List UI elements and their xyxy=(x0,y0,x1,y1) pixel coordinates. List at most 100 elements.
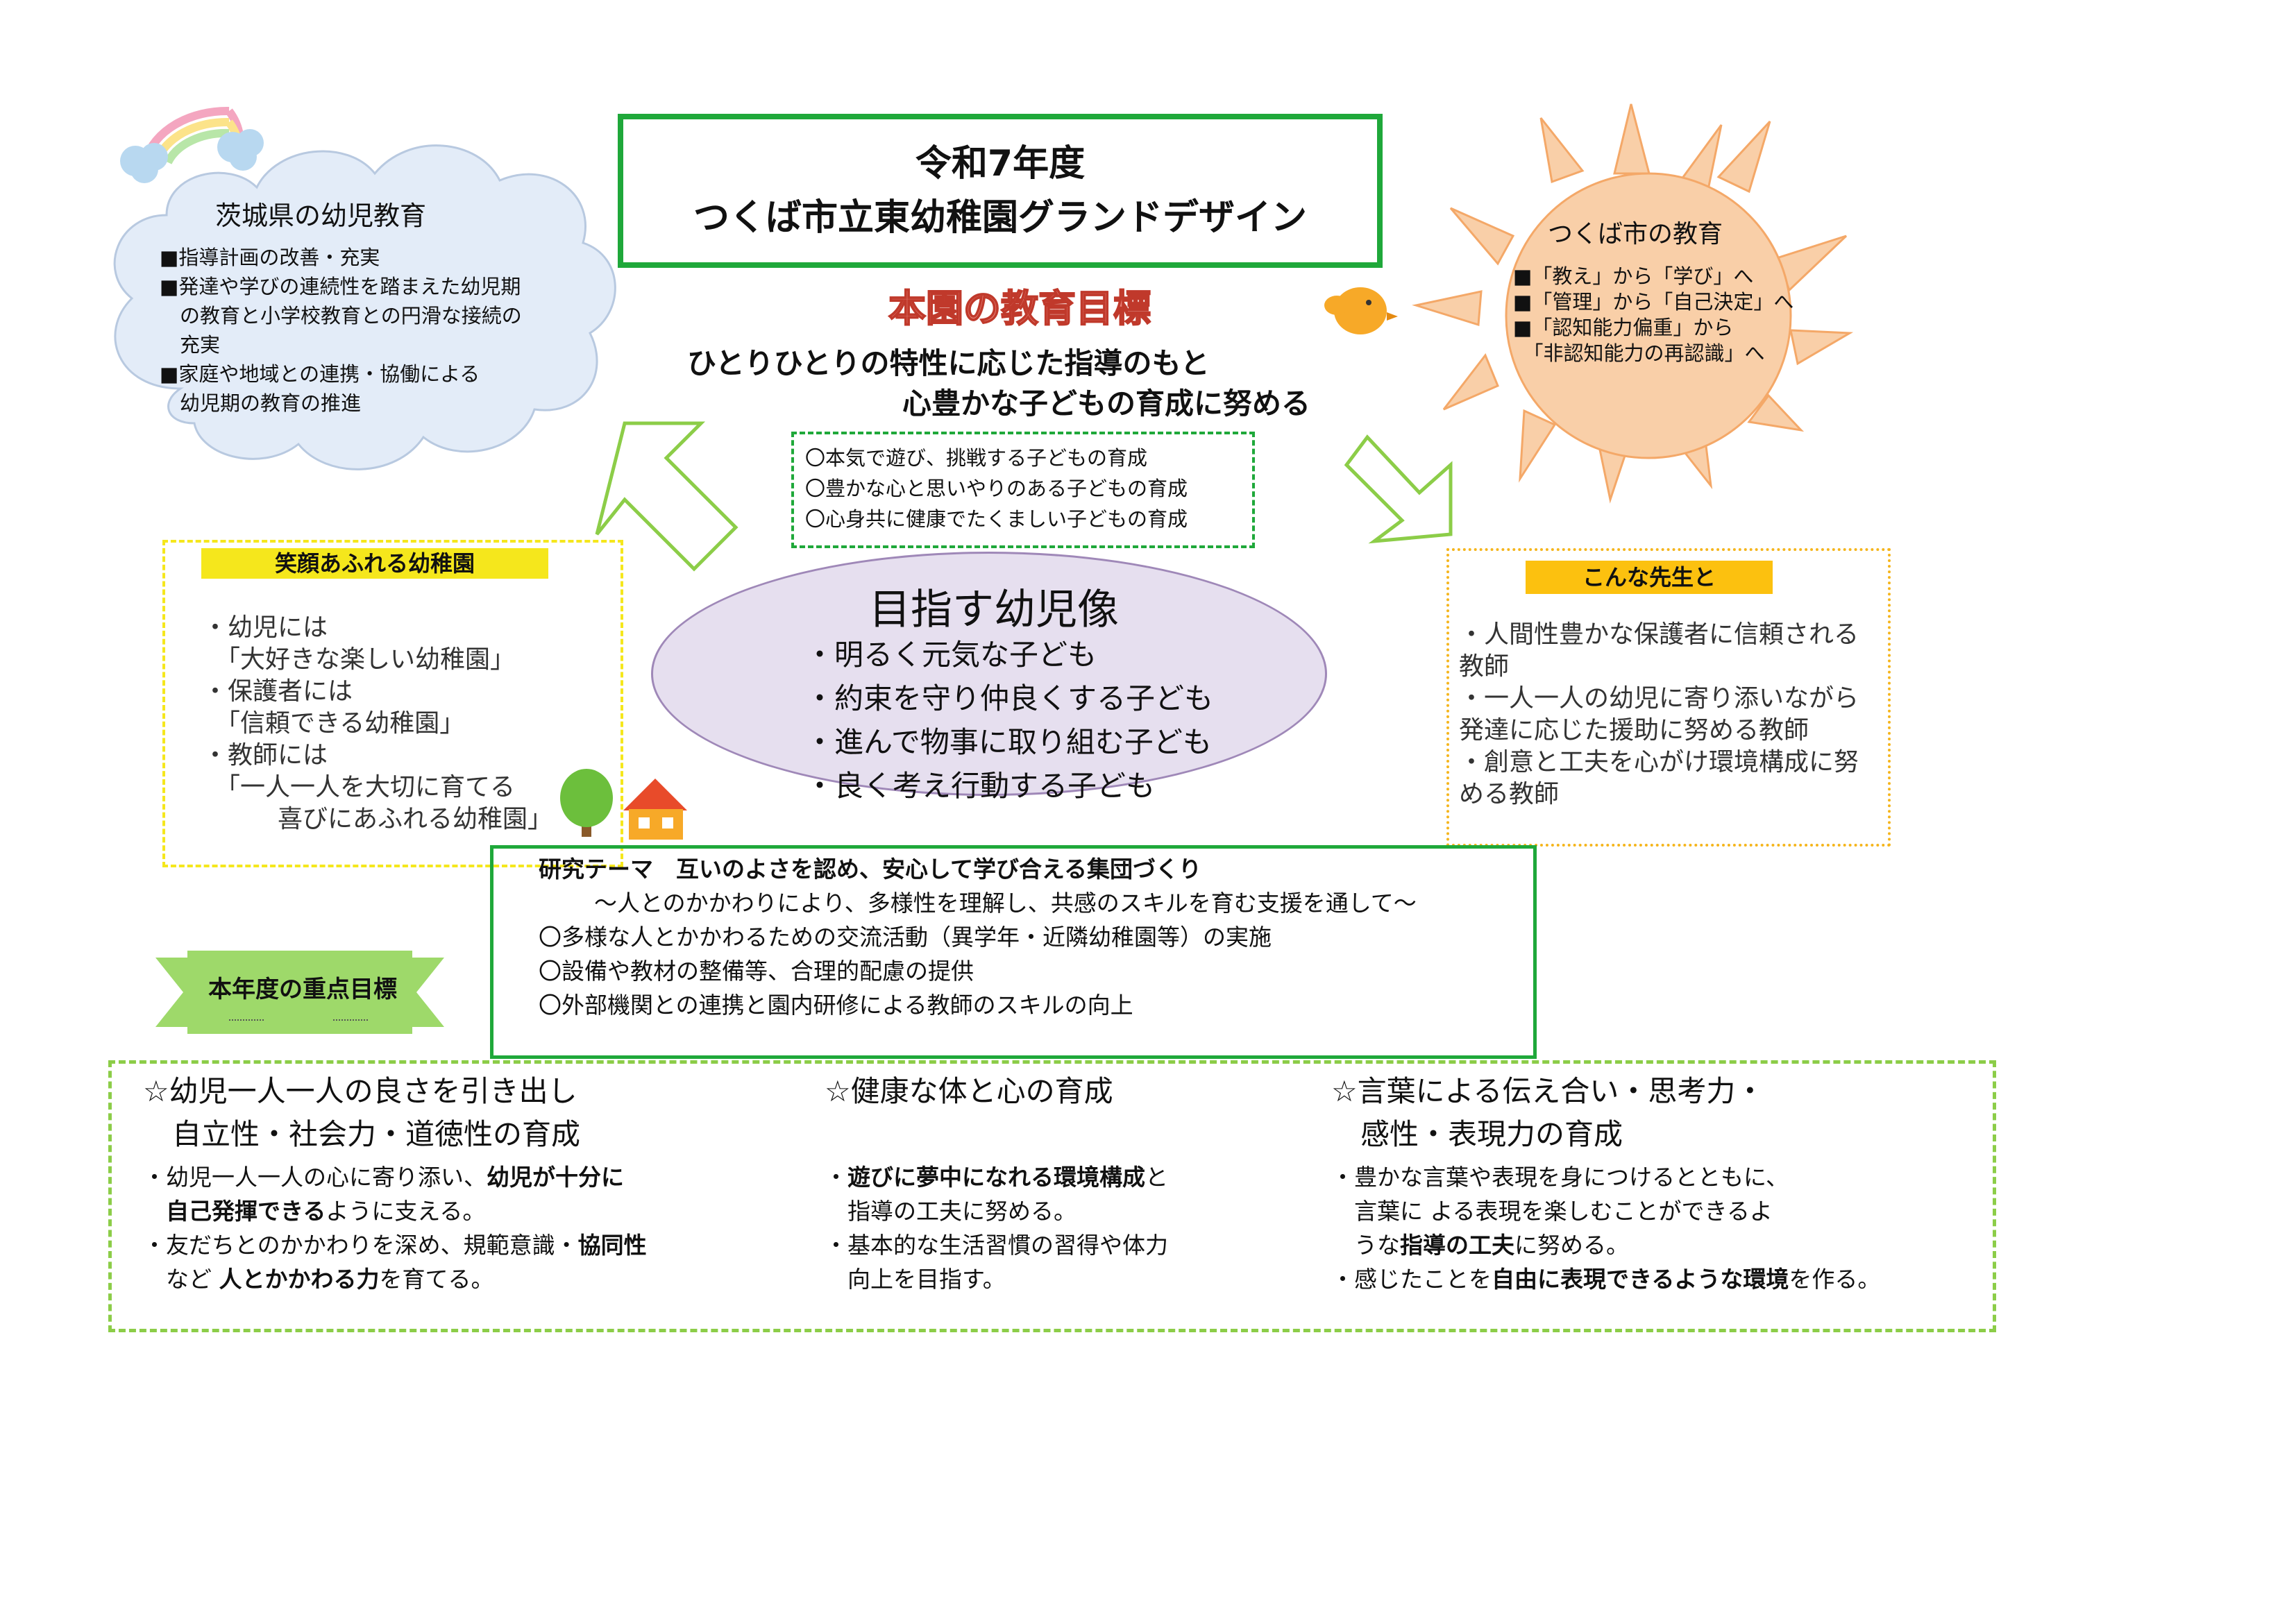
title-box: 令和7年度 つくば市立東幼稚園グランドデザイン xyxy=(618,114,1383,268)
ideal-child-items: ・明るく元気な子ども ・約束を守り仲良くする子ども ・進んで物事に取り組む子ども… xyxy=(805,633,1213,808)
research-theme: 研究テーマ 互いのよさを認め、安心して学び合える集団づくり xyxy=(539,856,1202,883)
focus-column-2: ☆健康な体と心の育成 ・遊びに夢中になれる環境構成と 指導の工夫に努める。 ・基… xyxy=(825,1070,1168,1296)
text-span: ように支える。 xyxy=(326,1198,486,1225)
kindergarten-line: 喜びにあふれる幼稚園」 xyxy=(203,805,553,833)
focus-col1-line: など 人とかかわる力を育てる。 xyxy=(143,1262,647,1296)
kindergarten-label: 笑顔あふれる幼稚園 xyxy=(201,548,548,579)
research-lines: 研究テーマ 互いのよさを認め、安心して学び合える集団づくり ～人とのかかわりによ… xyxy=(539,852,1417,1022)
text-span: ・幼児一人一人の心に寄り添い、 xyxy=(143,1164,487,1191)
focus-column-3: ☆言葉による伝え合い・思考力・ 感性・表現力の育成 ・豊かな言葉や表現を身につけ… xyxy=(1331,1070,1880,1296)
rainbow-icon xyxy=(120,106,264,183)
bold-span: 指導の工夫 xyxy=(1400,1232,1514,1259)
bold-span: 自由に表現できるような環境 xyxy=(1492,1266,1789,1293)
kindergarten-line: 「一人一人を大切に育てる xyxy=(203,773,516,801)
focus-col1-line: ・幼児一人一人の心に寄り添い、幼児が十分に xyxy=(143,1160,647,1194)
focus-col2-line: ・遊びに夢中になれる環境構成と xyxy=(825,1160,1168,1194)
focus-col3-line: ・感じたことを自由に表現できるような環境を作る。 xyxy=(1331,1262,1880,1296)
kindergarten-line: 「大好きな楽しい幼稚園」 xyxy=(203,645,516,674)
kindergarten-line: 「信頼できる幼稚園」 xyxy=(203,709,465,738)
focus-col1-line: ・友だちとのかかわりを深め、規範意識・協同性 xyxy=(143,1228,647,1262)
ideal-child-item: ・明るく元気な子ども xyxy=(805,638,1097,672)
tsukuba-items: ■「教え」から「学び」へ ■「管理」から「自己決定」へ ■「認知能力偏重」から … xyxy=(1513,264,1793,366)
research-subtitle: ～人とのかかわりにより、多様性を理解し、共感のスキルを育む支援を通して～ xyxy=(594,890,1417,917)
text-span: を作る。 xyxy=(1789,1266,1881,1293)
chick-icon xyxy=(1324,287,1398,334)
focus-column-1: ☆幼児一人一人の良さを引き出し 自立性・社会力・道徳性の育成 ・幼児一人一人の心… xyxy=(143,1070,647,1296)
focus-col2-spacer xyxy=(825,1113,1168,1156)
teacher-line: ・創意と工夫を心がけ環境構成に努 xyxy=(1459,748,1859,776)
teacher-line: 教師 xyxy=(1459,652,1510,681)
kindergarten-box xyxy=(162,540,623,867)
teacher-lines: ・人間性豊かな保護者に信頼される 教師 ・一人一人の幼児に寄り添いながら 発達に… xyxy=(1459,619,1859,810)
kindergarten-line: ・教師には xyxy=(203,741,328,770)
tree-icon xyxy=(560,769,613,837)
goal-statement-line-2: 心豊かな子どもの育成に努める xyxy=(902,386,1311,420)
focus-col3-line: 言葉に よる表現を楽しむことができるよ xyxy=(1331,1198,1773,1225)
focus-label: 本年度の重点目標 xyxy=(208,976,397,1003)
focus-col3-line: ・豊かな言葉や表現を身につけるとともに、 xyxy=(1331,1164,1789,1191)
text-span: を育てる。 xyxy=(379,1266,494,1293)
tsukuba-heading: つくば市の教育 xyxy=(1548,220,1723,248)
ibaraki-line: 充実 xyxy=(160,333,221,357)
text-span: ・友だちとのかかわりを深め、規範意識・ xyxy=(143,1232,578,1259)
bold-span: 人とかかわる力 xyxy=(219,1266,380,1293)
focus-col2-line: ・基本的な生活習慣の習得や体力 xyxy=(825,1232,1168,1259)
text-span: に努める。 xyxy=(1514,1232,1629,1259)
research-item: 〇外部機関との連携と園内研修による教師のスキルの向上 xyxy=(539,992,1133,1019)
ideal-child-item: ・進んで物事に取り組む子ども xyxy=(805,725,1212,759)
tsukuba-line: 「非認知能力の再認識」へ xyxy=(1513,341,1765,365)
focus-col2-line: 向上を目指す。 xyxy=(825,1266,1006,1293)
teacher-label: こんな先生と xyxy=(1526,561,1773,594)
ideal-child-heading: 目指す幼児像 xyxy=(869,586,1119,634)
text-span: ・ xyxy=(825,1164,847,1191)
title-line-1: 令和7年度 xyxy=(915,143,1086,185)
ibaraki-line: ■発達や学びの連続性を踏まえた幼児期 xyxy=(160,275,521,298)
teacher-line: 発達に応じた援助に努める教師 xyxy=(1459,716,1809,745)
ibaraki-line: 幼児期の教育の推進 xyxy=(160,391,362,415)
bold-span: 協同性 xyxy=(577,1232,647,1259)
goal-items-box: 〇本気で遊び、挑戦する子どもの育成 〇豊かな心と思いやりのある子どもの育成 〇心… xyxy=(791,432,1255,548)
bold-span: 自己発揮できる xyxy=(166,1198,326,1225)
goal-item: 〇豊かな心と思いやりのある子どもの育成 xyxy=(805,477,1188,500)
research-item: 〇多様な人とかかわるための交流活動（異学年・近隣幼稚園等）の実施 xyxy=(539,924,1272,951)
ibaraki-heading: 茨城県の幼児教育 xyxy=(215,201,427,231)
kindergarten-lines: ・幼児には 「大好きな楽しい幼稚園」 ・保護者には 「信頼できる幼稚園」 ・教師… xyxy=(203,612,552,835)
goal-item: 〇心身共に健康でたくましい子どもの育成 xyxy=(805,507,1188,531)
focus-col1-heading-1: ☆幼児一人一人の良さを引き出し xyxy=(143,1074,577,1108)
arrow-down-left-icon xyxy=(1344,434,1453,544)
goal-item: 〇本気で遊び、挑戦する子どもの育成 xyxy=(805,446,1148,470)
bold-span: 幼児が十分に xyxy=(487,1164,624,1191)
research-box xyxy=(490,845,1537,1059)
ibaraki-items: ■指導計画の改善・充実 ■発達や学びの連続性を踏まえた幼児期 の教育と小学校教育… xyxy=(160,243,522,418)
focus-col2-line: 指導の工夫に努める。 xyxy=(825,1198,1077,1225)
tsukuba-line: ■「認知能力偏重」から xyxy=(1513,316,1734,339)
text-span: ・感じたことを xyxy=(1331,1266,1492,1293)
tsukuba-line: ■「管理」から「自己決定」へ xyxy=(1513,290,1794,314)
ideal-child-item: ・良く考え行動する子ども xyxy=(805,769,1156,803)
house-icon xyxy=(623,779,687,840)
goal-heading: 本園の教育目標 xyxy=(888,286,1151,331)
ibaraki-line: ■指導計画の改善・充実 xyxy=(160,246,380,269)
teacher-line: ・一人一人の幼児に寄り添いながら xyxy=(1459,684,1859,713)
ibaraki-line: の教育と小学校教育との円滑な接続の xyxy=(160,304,522,328)
sun-shape xyxy=(1412,103,1854,504)
kindergarten-line: ・保護者には xyxy=(203,677,353,706)
ideal-child-item: ・約束を守り仲良くする子ども xyxy=(805,681,1214,715)
focus-col3-heading-1: ☆言葉による伝え合い・思考力・ xyxy=(1331,1074,1765,1108)
research-item: 〇設備や教材の整備等、合理的配慮の提供 xyxy=(539,958,974,985)
teacher-line: める教師 xyxy=(1459,780,1560,808)
bold-span: 遊びに夢中になれる環境構成 xyxy=(847,1164,1145,1191)
text-span: うな xyxy=(1331,1232,1400,1259)
text-span: と xyxy=(1145,1164,1168,1191)
goal-statement-line-1: ひとりひとりの特性に応じた指導のもと xyxy=(687,346,1210,380)
focus-col1-line: 自己発揮できるように支える。 xyxy=(143,1194,647,1228)
tsukuba-line: ■「教え」から「学び」へ xyxy=(1513,264,1754,288)
teacher-box xyxy=(1446,548,1891,847)
focus-col2-heading: ☆健康な体と心の育成 xyxy=(825,1074,1113,1108)
focus-col1-heading-2: 自立性・社会力・道徳性の育成 xyxy=(143,1117,581,1151)
arrow-down-right-icon xyxy=(595,421,738,572)
ibaraki-line: ■家庭や地域との連携・協働による xyxy=(160,362,480,386)
kindergarten-line: ・幼児には xyxy=(203,613,328,642)
cloud-shape xyxy=(113,144,616,470)
